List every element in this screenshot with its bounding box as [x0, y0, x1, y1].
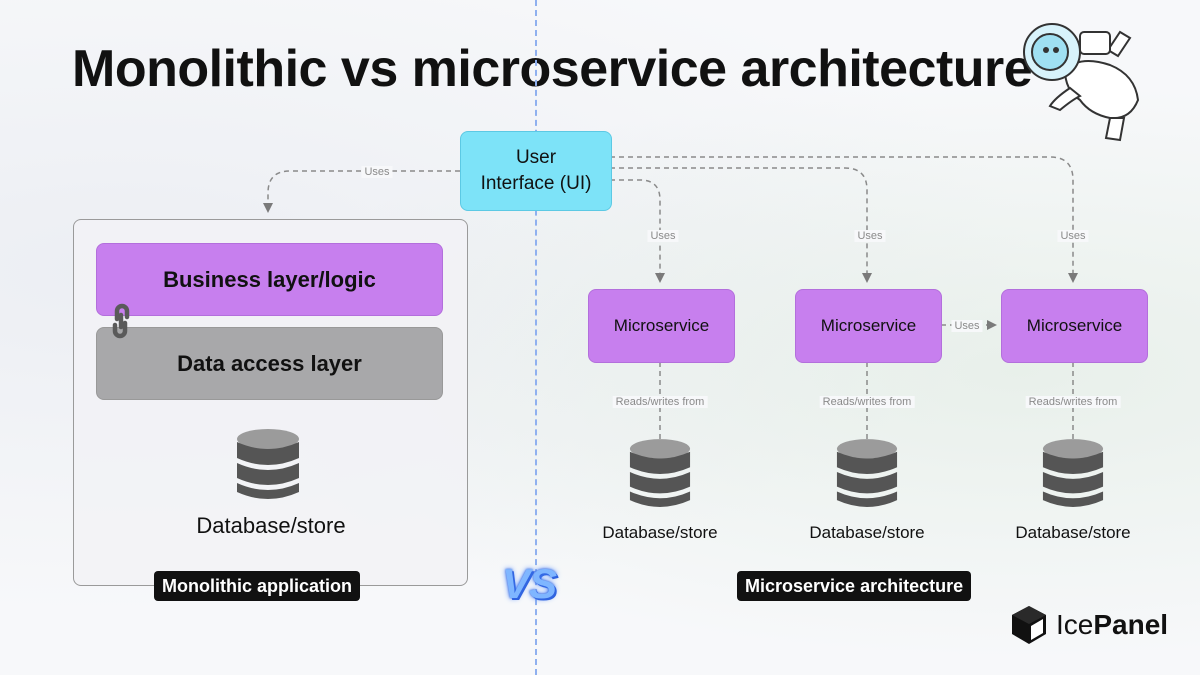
- microservice-node-2[interactable]: Microservice: [795, 289, 942, 363]
- edge-label-reads-writes: Reads/writes from: [1025, 396, 1121, 408]
- microservice-architecture-tag: Microservice architecture: [737, 571, 972, 601]
- icepanel-logo-icon: [1012, 606, 1046, 644]
- edge-ui-to-ms3: [610, 156, 1078, 283]
- microservice-3-database-label: Database/store: [1015, 523, 1131, 542]
- microservice-node-1[interactable]: Microservice: [588, 289, 735, 363]
- database-icon: [836, 439, 898, 507]
- edge-label-reads-writes: Reads/writes from: [612, 396, 708, 408]
- edge-label-uses: Uses: [951, 320, 983, 332]
- center-divider: [535, 0, 537, 675]
- page-title: Monolithic vs microservice architecture: [72, 40, 1033, 98]
- vs-label: VS: [502, 560, 557, 607]
- microservice-2-database-label: Database/store: [809, 523, 925, 542]
- edge-label-uses: Uses: [361, 166, 393, 178]
- edge-label-uses: Uses: [1057, 230, 1089, 242]
- user-interface-node[interactable]: User Interface (UI): [460, 131, 612, 211]
- astronaut-mascot-icon: [1023, 23, 1140, 142]
- edge-ui-to-ms1: [610, 179, 665, 283]
- monolith-database-label: Database/store: [196, 513, 346, 538]
- edge-label-uses: Uses: [854, 230, 886, 242]
- database-icon: [629, 439, 691, 507]
- database-icon: [1042, 439, 1104, 507]
- microservice-node-3[interactable]: Microservice: [1001, 289, 1148, 363]
- icepanel-logo[interactable]: IcePanel: [1010, 604, 1168, 646]
- edge-ui-to-ms2: [610, 167, 872, 283]
- edge-label-uses: Uses: [647, 230, 679, 242]
- edge-label-reads-writes: Reads/writes from: [819, 396, 915, 408]
- data-access-layer-node[interactable]: Data access layer: [96, 327, 443, 400]
- microservice-1-database-label: Database/store: [602, 523, 718, 542]
- monolithic-application-tag: Monolithic application: [154, 571, 360, 601]
- logo-text: IcePanel: [1056, 609, 1169, 640]
- business-layer-node[interactable]: Business layer/logic: [96, 243, 443, 316]
- database-icon: [237, 429, 299, 499]
- link-icon: [112, 303, 130, 339]
